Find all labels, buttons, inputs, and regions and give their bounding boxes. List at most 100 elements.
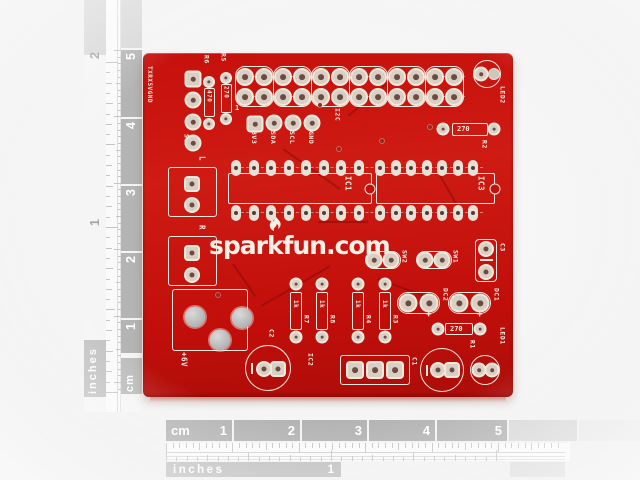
- ruler-tick: [365, 443, 367, 453]
- ic3-pad: [468, 160, 478, 176]
- silk-led2: LED2: [498, 86, 507, 104]
- ruler-tick: [117, 289, 121, 291]
- header-pad: [447, 90, 461, 104]
- serial-pad: [186, 72, 200, 86]
- ruler-tick: [106, 165, 112, 167]
- ruler-tick: [117, 308, 121, 310]
- ruler-edge-line: [166, 458, 565, 460]
- ruler-block: [121, 50, 142, 117]
- ruler-tick: [117, 229, 121, 231]
- ruler-tick: [106, 381, 110, 383]
- ruler-tick: [106, 288, 112, 290]
- ruler-tick: [115, 216, 121, 217]
- terminal-r-pad: [186, 247, 198, 259]
- ruler-tick: [265, 443, 267, 450]
- ruler-tick: [269, 456, 271, 461]
- ruler-bottom-cm-5: 5: [494, 423, 502, 438]
- silk-i2c-pin-3v3: 3V3: [250, 131, 258, 145]
- ruler-bottom-cm-block-2: 2: [234, 420, 300, 441]
- ruler-left-inch-2: 2: [88, 52, 102, 59]
- silk-sw1: SW1: [451, 250, 460, 264]
- header-pad: [333, 90, 347, 104]
- r6-body: [204, 88, 215, 117]
- ruler-tick: [117, 189, 121, 191]
- ruler-tick: [248, 452, 250, 461]
- silk-r6-ref: R6: [202, 55, 211, 64]
- ruler-tick: [325, 443, 327, 448]
- ruler-tick: [454, 454, 456, 461]
- ic1-pad: [336, 160, 347, 176]
- ruler-tick: [106, 226, 118, 228]
- i2c-pad: [305, 116, 319, 130]
- terminal-r-pad: [186, 269, 198, 281]
- c2-pad: [272, 363, 284, 375]
- ic3-pad: [437, 205, 447, 221]
- ic1-pad: [283, 205, 294, 221]
- r6-pad: [205, 78, 213, 86]
- polarity-mark: [426, 365, 428, 376]
- silk-motor-r: R: [197, 225, 207, 231]
- i2c-pad: [248, 117, 262, 131]
- ruler-tick: [106, 206, 112, 208]
- ruler-tick: [106, 330, 112, 332]
- ic3-pad: [421, 205, 432, 221]
- r2-pad: [489, 124, 499, 134]
- i2c-pad: [286, 116, 300, 130]
- silk-c3: C3: [498, 243, 507, 252]
- ruler-tick: [166, 450, 167, 461]
- header-pad: [409, 70, 423, 84]
- header-pad: [390, 70, 404, 84]
- r7-body: [290, 292, 302, 330]
- power-hole: [209, 329, 231, 351]
- ruler-left-cm-2: 2: [124, 256, 138, 263]
- ruler-tick: [444, 457, 446, 461]
- ruler-tick: [115, 149, 121, 151]
- header-pad: [352, 90, 366, 104]
- silk-i2c-pin-scl: SCL: [288, 131, 296, 145]
- ruler-tick: [544, 443, 546, 448]
- ic3-pad: [406, 160, 416, 176]
- ic3-pad: [437, 160, 447, 176]
- ruler-bottom-inch-unit: inches: [173, 463, 225, 476]
- ruler-tick: [117, 123, 121, 125]
- ruler-tick: [478, 443, 480, 448]
- silk-sw2: SW2: [400, 250, 409, 264]
- ruler-tick: [117, 176, 121, 178]
- header-pad: [333, 70, 347, 84]
- ic3-pad: [375, 205, 385, 221]
- ruler-tick: [239, 443, 241, 448]
- ruler-tick: [345, 443, 347, 448]
- ruler-tick: [351, 443, 353, 448]
- ruler-tick: [438, 443, 440, 448]
- r7-pad: [291, 332, 301, 342]
- silk-c1: C1: [410, 357, 419, 366]
- silk-r3-ref: R3: [391, 315, 400, 324]
- r3-pad: [380, 279, 390, 289]
- polarity-mark: [480, 259, 493, 261]
- header-pad: [447, 70, 461, 84]
- silk-dc1: DC1: [492, 288, 501, 302]
- ruler-tick: [106, 371, 112, 373]
- ruler-tick: [434, 456, 436, 461]
- ruler-tick: [106, 391, 118, 393]
- ruler-tick: [117, 202, 121, 204]
- ruler-bottom-cm-block-3: 3: [302, 420, 367, 441]
- ic3-pad: [375, 160, 385, 176]
- ruler-tick: [378, 443, 380, 448]
- r1-pad: [475, 324, 485, 334]
- ruler-tick: [238, 457, 240, 461]
- header-pad: [428, 70, 442, 84]
- header-pad: [257, 70, 271, 84]
- silk-i2c-pin-gnd: GND: [307, 131, 315, 145]
- header-pad: [276, 90, 290, 104]
- r1-pad: [433, 324, 443, 334]
- ruler-tick: [495, 450, 497, 461]
- ruler-tick: [298, 443, 300, 453]
- ruler-tick: [114, 315, 121, 317]
- ruler-bottom-cm-4: 4: [422, 423, 430, 438]
- header-pad: [371, 90, 385, 104]
- ruler-tick: [106, 309, 115, 311]
- ruler-block: [509, 420, 577, 441]
- ruler-tick: [117, 375, 121, 377]
- ruler-tick: [338, 443, 340, 448]
